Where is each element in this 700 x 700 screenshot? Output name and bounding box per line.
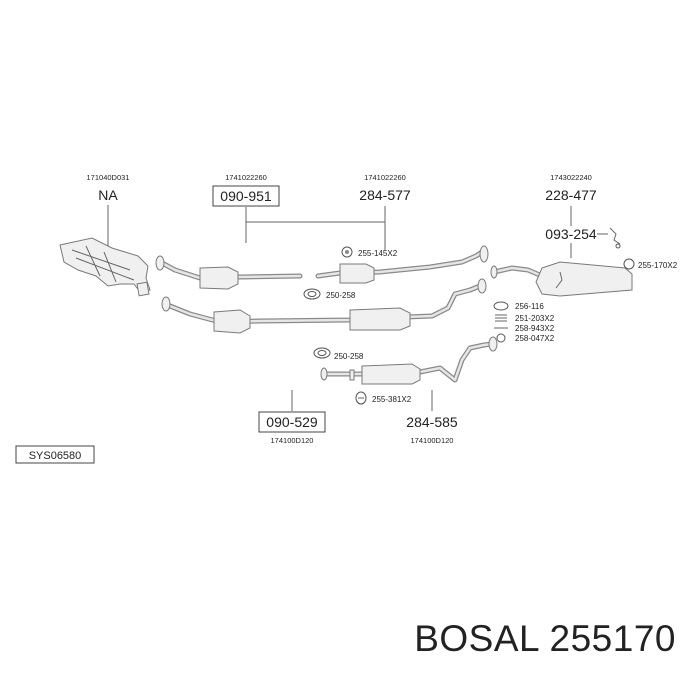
label-clamp-lower[interactable]: 255-381X2 xyxy=(372,395,412,404)
part-number-manifold[interactable]: NA xyxy=(98,187,118,203)
oem-number-rear: 1743022240 xyxy=(550,173,592,182)
clamp-icon xyxy=(341,246,353,258)
diagram-code: SYS06580 xyxy=(29,450,82,462)
part-number-front-upper[interactable]: 090-951 xyxy=(220,188,272,204)
part-number-center-upper[interactable]: 284-577 xyxy=(359,187,411,203)
center-pipe-upper xyxy=(315,245,489,284)
spring-icon xyxy=(495,314,507,322)
front-center-pipe-middle xyxy=(161,278,487,334)
oem-number-front-center: 1741022260 xyxy=(364,173,406,182)
hanger-icon xyxy=(609,227,621,249)
center-pipe-lower xyxy=(320,336,498,385)
front-pipe-upper xyxy=(155,255,303,290)
clamp-lower-icon xyxy=(355,391,367,405)
rear-muffler xyxy=(490,261,633,297)
label-gasket-upper[interactable]: 250-258 xyxy=(326,291,356,300)
gasket-ring-icon xyxy=(493,301,509,311)
label-nut-258-047[interactable]: 258-047X2 xyxy=(515,334,555,343)
part-number-rear[interactable]: 228-477 xyxy=(545,187,597,203)
oem-number-front-upper: 1741022260 xyxy=(225,173,267,182)
part-number-center-lower[interactable]: 284-585 xyxy=(406,414,458,430)
label-bolt-258-943[interactable]: 258-943X2 xyxy=(515,324,555,333)
gasket-lower-icon xyxy=(313,347,331,359)
oem-number-manifold: 171040D031 xyxy=(87,173,130,182)
label-gasket-lower[interactable]: 250-258 xyxy=(334,352,364,361)
rubber-mount-icon xyxy=(623,258,635,270)
part-number-front-lower[interactable]: 090-529 xyxy=(266,414,318,430)
label-clamp-upper[interactable]: 255-145X2 xyxy=(358,249,398,258)
label-rubber-rear[interactable]: 255-170X2 xyxy=(638,261,678,270)
part-number-front-lower-box xyxy=(258,411,326,433)
part-number-rear-hanger[interactable]: 093-254 xyxy=(545,226,597,242)
diagram-code-box xyxy=(15,445,95,464)
nut-icon xyxy=(496,333,506,343)
oem-number-front-lower: 174100D120 xyxy=(271,436,314,445)
gasket-icon xyxy=(303,288,321,300)
exhaust-manifold xyxy=(59,237,151,297)
part-number-front-upper-box xyxy=(212,185,280,207)
oem-number-center-lower: 174100D120 xyxy=(411,436,454,445)
label-spring-251[interactable]: 251-203X2 xyxy=(515,314,555,323)
label-gasket-256[interactable]: 256-116 xyxy=(515,302,544,311)
brand-part-title: BOSAL 255170 xyxy=(414,618,676,659)
